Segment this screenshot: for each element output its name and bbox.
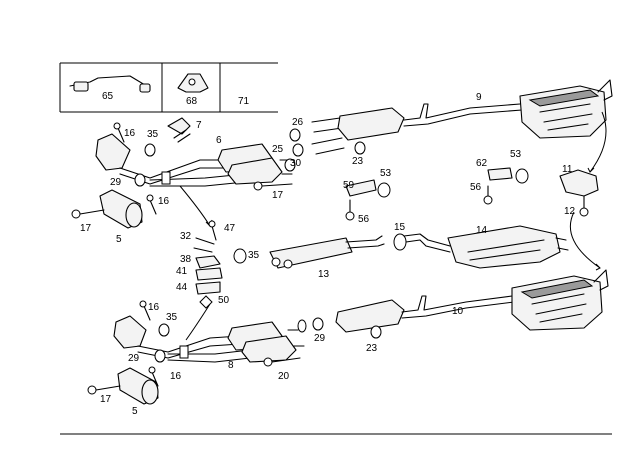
callout-7: 7 xyxy=(196,120,202,131)
callout-17: 17 xyxy=(272,190,284,201)
oxygen-sensor-part xyxy=(69,75,151,93)
callout-62: 62 xyxy=(476,158,488,169)
callout-6: 6 xyxy=(216,135,222,146)
callout-29: 29 xyxy=(128,353,140,364)
reference-arrows xyxy=(179,111,607,341)
callout-17: 17 xyxy=(80,223,92,234)
bracket-part xyxy=(177,73,209,93)
lower-front-pipe-assembly xyxy=(87,300,324,405)
callout-5: 5 xyxy=(116,234,122,245)
lower-intermediate-pipe xyxy=(335,295,515,339)
callout-29: 29 xyxy=(314,333,326,344)
middle-resonator xyxy=(269,235,385,269)
callout-12: 12 xyxy=(564,206,576,217)
callout-41: 41 xyxy=(176,266,188,277)
callout-16: 16 xyxy=(158,196,170,207)
callout-14: 14 xyxy=(476,225,488,236)
callout-9: 9 xyxy=(476,92,482,103)
callout-20: 20 xyxy=(278,371,290,382)
callout-16: 16 xyxy=(124,128,136,139)
inset-boxes xyxy=(59,62,278,113)
callout-35: 35 xyxy=(147,129,159,140)
callout-25: 25 xyxy=(272,144,284,155)
upper-front-pipe-assembly xyxy=(71,117,293,229)
callout-53: 53 xyxy=(510,149,522,160)
gaskets-upper xyxy=(253,128,304,191)
callout-26: 26 xyxy=(292,117,304,128)
inset-label-71: 71 xyxy=(238,96,250,107)
callout-32: 32 xyxy=(180,231,192,242)
callout-29: 29 xyxy=(110,177,122,188)
middle-rear-muffler xyxy=(393,225,569,269)
callout-35: 35 xyxy=(248,250,260,261)
callout-38: 38 xyxy=(180,254,192,265)
upper-rear-muffler xyxy=(519,79,613,139)
callout-17: 17 xyxy=(100,394,112,405)
callout-15: 15 xyxy=(394,222,406,233)
lower-rear-muffler xyxy=(511,269,609,331)
callout-labels: 16 35 7 6 29 16 17 5 26 25 30 17 23 9 47… xyxy=(80,92,576,417)
callout-44: 44 xyxy=(176,282,188,293)
callout-56: 56 xyxy=(470,182,482,193)
callout-16: 16 xyxy=(148,302,160,313)
callout-10: 10 xyxy=(452,306,464,317)
callout-13: 13 xyxy=(318,269,330,280)
middle-hardware xyxy=(193,220,247,309)
callout-56: 56 xyxy=(358,214,370,225)
callout-53: 53 xyxy=(380,168,392,179)
callout-16: 16 xyxy=(170,371,182,382)
callout-59: 59 xyxy=(343,180,355,191)
callout-30: 30 xyxy=(290,158,302,169)
inset-label-65: 65 xyxy=(102,91,114,102)
callout-50: 50 xyxy=(218,295,230,306)
callout-47: 47 xyxy=(224,223,236,234)
callout-35: 35 xyxy=(166,312,178,323)
hanger-parts xyxy=(345,167,599,221)
callout-11: 11 xyxy=(562,164,573,175)
callout-8: 8 xyxy=(228,360,234,371)
inset-label-68: 68 xyxy=(186,96,198,107)
upper-intermediate-pipe xyxy=(311,103,523,155)
callout-23: 23 xyxy=(366,343,378,354)
callout-5: 5 xyxy=(132,406,138,417)
callout-23: 23 xyxy=(352,156,364,167)
